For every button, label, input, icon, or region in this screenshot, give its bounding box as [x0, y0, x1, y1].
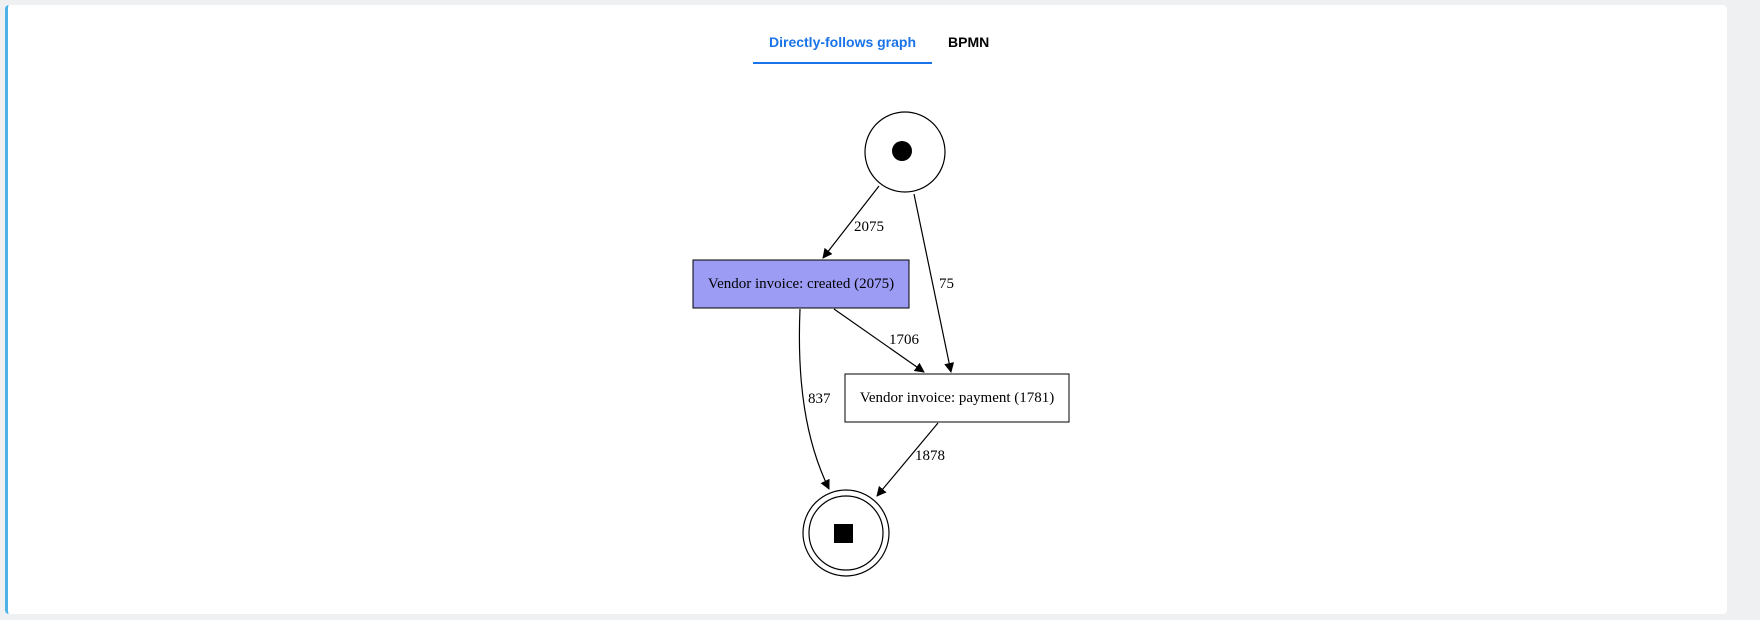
edge-start-to-created[interactable]: 2075 — [822, 185, 884, 259]
activity-label: Vendor invoice: created (2075) — [708, 276, 894, 292]
activity-label: Vendor invoice: payment (1781) — [860, 390, 1055, 406]
edge-created-to-payment[interactable]: 1706 — [833, 308, 925, 373]
edge-payment-to-end[interactable]: 1878 — [876, 422, 945, 497]
end-node[interactable] — [802, 489, 890, 577]
edge-count-label: 837 — [808, 391, 831, 407]
edge-count-label: 1706 — [889, 332, 920, 348]
tab-bpmn[interactable]: BPMN — [948, 34, 990, 50]
tab-bar: Directly-follows graph BPMN — [753, 30, 1005, 64]
start-node[interactable] — [864, 111, 946, 193]
end-square-icon — [834, 524, 853, 543]
activity-vendor-invoice-payment[interactable]: Vendor invoice: payment (1781) — [844, 373, 1070, 423]
tab-directly-follows-graph[interactable]: Directly-follows graph — [753, 30, 933, 64]
edge-count-label: 2075 — [854, 219, 884, 235]
edge-count-label: 75 — [939, 276, 954, 292]
edge-created-to-end[interactable]: 837 — [798, 308, 831, 490]
edge-count-label: 1878 — [915, 448, 945, 464]
edge-start-to-payment[interactable]: 75 — [913, 193, 955, 373]
start-dot-icon — [892, 141, 912, 161]
activity-vendor-invoice-created[interactable]: Vendor invoice: created (2075) — [692, 259, 910, 309]
